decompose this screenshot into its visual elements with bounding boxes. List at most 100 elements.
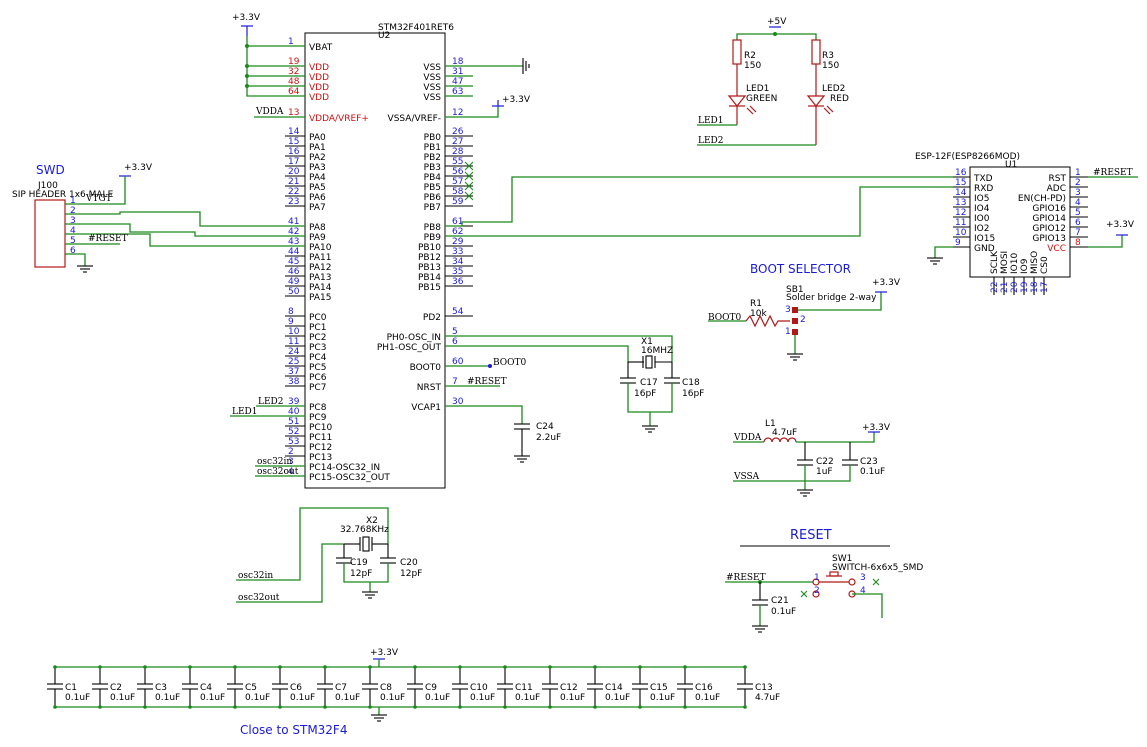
boot-power-label: +3.3V <box>872 278 901 288</box>
decoupling-cap-ref: C10 <box>470 683 488 693</box>
mcu-pin-name: PB15 <box>418 283 441 293</box>
mcu-pin-num: 29 <box>452 237 464 247</box>
esp-pin-name: RST <box>1049 174 1067 184</box>
mcu-pin-name: PB14 <box>418 273 441 283</box>
decoupling-cap-ref: C15 <box>650 683 668 693</box>
decoupling-cap-val: 0.1uF <box>425 693 450 703</box>
mcu-pin-num: 40 <box>288 407 300 417</box>
swd-body <box>34 199 66 268</box>
x1-val: 16MHZ <box>641 346 673 356</box>
mcu-pin-num: 27 <box>452 137 463 147</box>
esp-pin-name: GPIO12 <box>1032 224 1066 234</box>
mcu-pin-num: 28 <box>452 147 464 157</box>
swd-pin-num: 4 <box>70 226 76 236</box>
mcu-pin-name: PB2 <box>424 153 441 163</box>
esp-pin-name: MISO <box>1030 251 1040 274</box>
decoupling-cap-val: 4.7uF <box>755 693 780 703</box>
mcu-pin-num: 45 <box>288 257 299 267</box>
esp-pin-name: ADC <box>1047 184 1066 194</box>
mcu-pin-num: 63 <box>452 87 463 97</box>
esp-pin-name: IO5 <box>974 194 989 204</box>
mcu-pin-name: PA11 <box>309 253 331 263</box>
mcu-pin-name: PA15 <box>309 293 331 303</box>
mcu-pin-name: VDDA/VREF+ <box>309 114 369 124</box>
decoupling-cap-ref: C8 <box>380 683 392 693</box>
mcu-pin-name: VSS <box>423 93 441 103</box>
decoupling-cap-ref: C9 <box>425 683 437 693</box>
mcu-pin-num: 49 <box>288 277 300 287</box>
esp-power-label: +3.3V <box>1106 220 1135 230</box>
decoupling-cap-ref: C2 <box>110 683 122 693</box>
mcu-pin-num: 6 <box>452 337 458 347</box>
mcu-pin-name: PC13 <box>309 453 332 463</box>
led1-net: LED1 <box>698 116 724 126</box>
mcu-pin-num: 19 <box>288 57 300 67</box>
x2-ref: X2 <box>366 516 378 526</box>
led2-ref: LED2 <box>822 84 845 94</box>
mcu-pin-name: PA9 <box>309 233 326 243</box>
decoupling-cap: C10.1uF <box>47 665 90 709</box>
esp-pin-name: GPIO13 <box>1032 234 1066 244</box>
mcu-pin-num: 39 <box>288 397 300 407</box>
mcu-pin-num: 56 <box>452 167 464 177</box>
mcu-pin-name: VDD <box>309 63 329 73</box>
mcu-pin-name: BOOT0 <box>410 363 442 373</box>
mcu-pin-name: PH0-OSC_IN <box>387 333 441 343</box>
mcu-led1-net: LED1 <box>232 407 258 417</box>
nc-mark <box>464 191 474 201</box>
esp-pin-num: 13 <box>955 198 966 208</box>
mcu-pin-num: 51 <box>288 417 299 427</box>
filter-power-label: +3.3V <box>862 423 891 433</box>
decoupling-cap: C50.1uF <box>227 665 270 709</box>
mcu-pin-num: 44 <box>288 247 300 257</box>
mcu-pin-num: 2 <box>288 447 294 457</box>
led-nets-mcu: LED2 LED1 osc32in osc32out <box>230 397 305 477</box>
esp-u1: ESP-12F(ESP8266MOD) U1 16TXD15RXD14IO513… <box>915 152 1138 295</box>
mcu-pin-num: 64 <box>288 87 300 97</box>
nc-mark <box>464 161 474 171</box>
c19-val: 12pF <box>350 569 372 579</box>
led-power-label: +5V <box>767 17 787 27</box>
sw1-pin2: 2 <box>814 586 820 596</box>
esp-pin-num: 7 <box>1075 228 1081 238</box>
mcu-pin-num: 5 <box>452 327 458 337</box>
mcu-pin-name: PA6 <box>309 193 326 203</box>
mcu-pin-name: PD2 <box>423 313 441 323</box>
nc-mark <box>464 181 474 191</box>
mcu-pin-name: PA14 <box>309 283 332 293</box>
mcu-pin-num: 24 <box>288 347 300 357</box>
decoupling-note: Close to STM32F4 <box>240 723 347 737</box>
c17-ref: C17 <box>640 378 658 388</box>
esp-pin-name: VCC <box>1047 244 1066 254</box>
decoupling-cap-ref: C6 <box>290 683 302 693</box>
mcu-pin-name: PA13 <box>309 273 331 283</box>
esp-pin-num: 12 <box>955 208 966 218</box>
mcu-pin-name: VSSA/VREF- <box>388 114 441 124</box>
esp-pin-name: IO15 <box>974 234 995 244</box>
decoupling-cap-ref: C3 <box>155 683 167 693</box>
esp-pin-num: 15 <box>955 178 966 188</box>
decoupling-cap-ref: C1 <box>65 683 77 693</box>
reset-title: RESET <box>790 528 832 543</box>
decoupling-cap-val: 0.1uF <box>470 693 495 703</box>
swd-vtgt-label: VTGT <box>85 194 112 204</box>
reset-section: RESET SW1 SWITCH-6x6x5_SMD #RESET 1 2 3 … <box>725 528 923 633</box>
led2-color: RED <box>830 94 849 104</box>
esp-pin-num: 1 <box>1075 168 1081 178</box>
mcu-pin-name: PC3 <box>309 343 326 353</box>
swd-part: SIP HEADER 1x6 MALE <box>12 190 114 200</box>
r2-body <box>732 39 742 65</box>
decoupling-cap-val: 0.1uF <box>200 693 225 703</box>
decoupling-bank: +3.3V C10.1uFC20.1uFC30.1uFC40.1uFC50.1u… <box>47 648 780 737</box>
sb1-desc: Solder bridge 2-way <box>786 293 877 303</box>
mcu-pin-num: 7 <box>452 377 458 387</box>
mcu-pin-name: PB7 <box>424 203 441 213</box>
mcu-pin-num: 12 <box>452 108 463 118</box>
c22-ref: C22 <box>816 457 834 467</box>
esp-pin-num: 14 <box>955 188 967 198</box>
mcu-pin-name: VDD <box>309 93 329 103</box>
